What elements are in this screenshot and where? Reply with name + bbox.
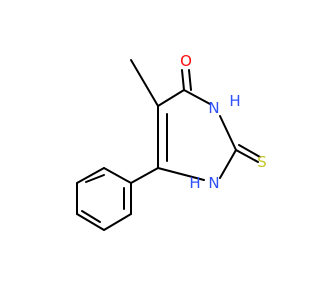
bond-n1-c6 (157, 167, 205, 181)
phenyl-bond-3 (76, 213, 105, 231)
bond-c5-c4 (157, 89, 185, 107)
atom-n3: N (208, 99, 219, 117)
atom-sulfur: S (257, 153, 267, 171)
structure-canvas: O N H N H S (76, 52, 267, 231)
atom-oxygen: O (180, 52, 192, 70)
bond-methyl (130, 59, 159, 107)
bond-c2-s-a (235, 149, 259, 163)
bond-c2-n1 (219, 149, 237, 179)
phenyl-bond-2 (103, 213, 132, 231)
bond-c4-n3 (183, 89, 211, 105)
bond-c6-phenyl (130, 167, 159, 184)
atom-n1: N (208, 174, 219, 192)
bond-c4-o-b (188, 69, 192, 91)
phenyl-inner-3 (85, 174, 105, 183)
bond-n3-c2 (219, 115, 237, 151)
atom-n1-hydrogen: H (189, 174, 200, 192)
phenyl-bond-6 (103, 167, 132, 184)
molecule-drawing: O N H N H S (76, 52, 267, 231)
bond-c2-s-b (238, 144, 261, 158)
bond-c4-o-a (181, 69, 185, 91)
atom-n3-hydrogen: H (229, 92, 240, 110)
phenyl-bond-5 (76, 167, 105, 184)
phenyl-inner-2 (81, 210, 101, 223)
